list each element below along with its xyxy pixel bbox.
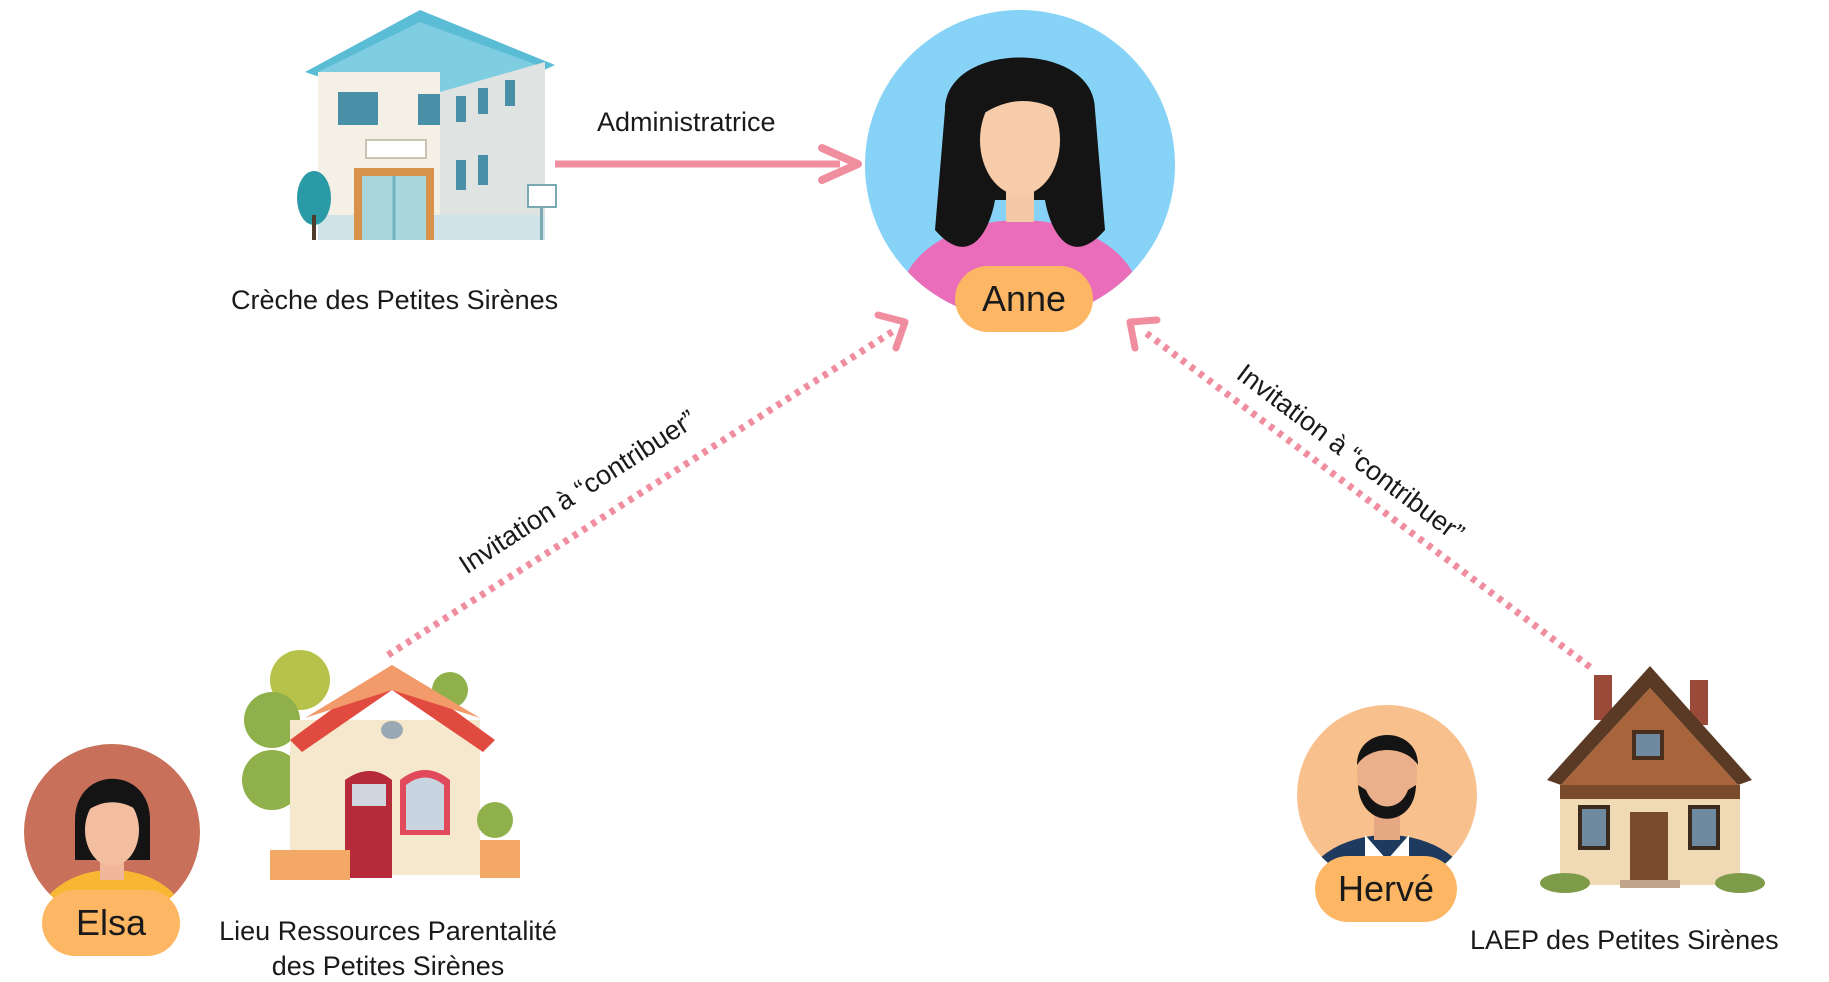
edge-admin-label: Administratrice [597,107,776,137]
creche-building-icon [297,10,557,240]
herve-name-badge: Hervé [1315,856,1457,922]
laep-cottage-icon [1540,666,1765,893]
edge-invite-left-arrow [386,311,909,658]
edge-invite-right-arrow [1126,316,1593,670]
creche-label: Crèche des Petites Sirènes [231,285,559,315]
anne-name-badge: Anne [955,266,1093,332]
edge-admin-arrow [555,144,862,184]
elsa-name-badge: Elsa [42,890,180,956]
anne-avatar [865,10,1175,320]
laep-label: LAEP des Petites Sirènes [1470,925,1779,955]
lieu-label-line2: des Petites Sirènes [271,951,505,981]
lieu-label-line1: Lieu Ressources Parentalité [219,916,557,946]
lieu-ressources-house-icon [242,650,520,880]
